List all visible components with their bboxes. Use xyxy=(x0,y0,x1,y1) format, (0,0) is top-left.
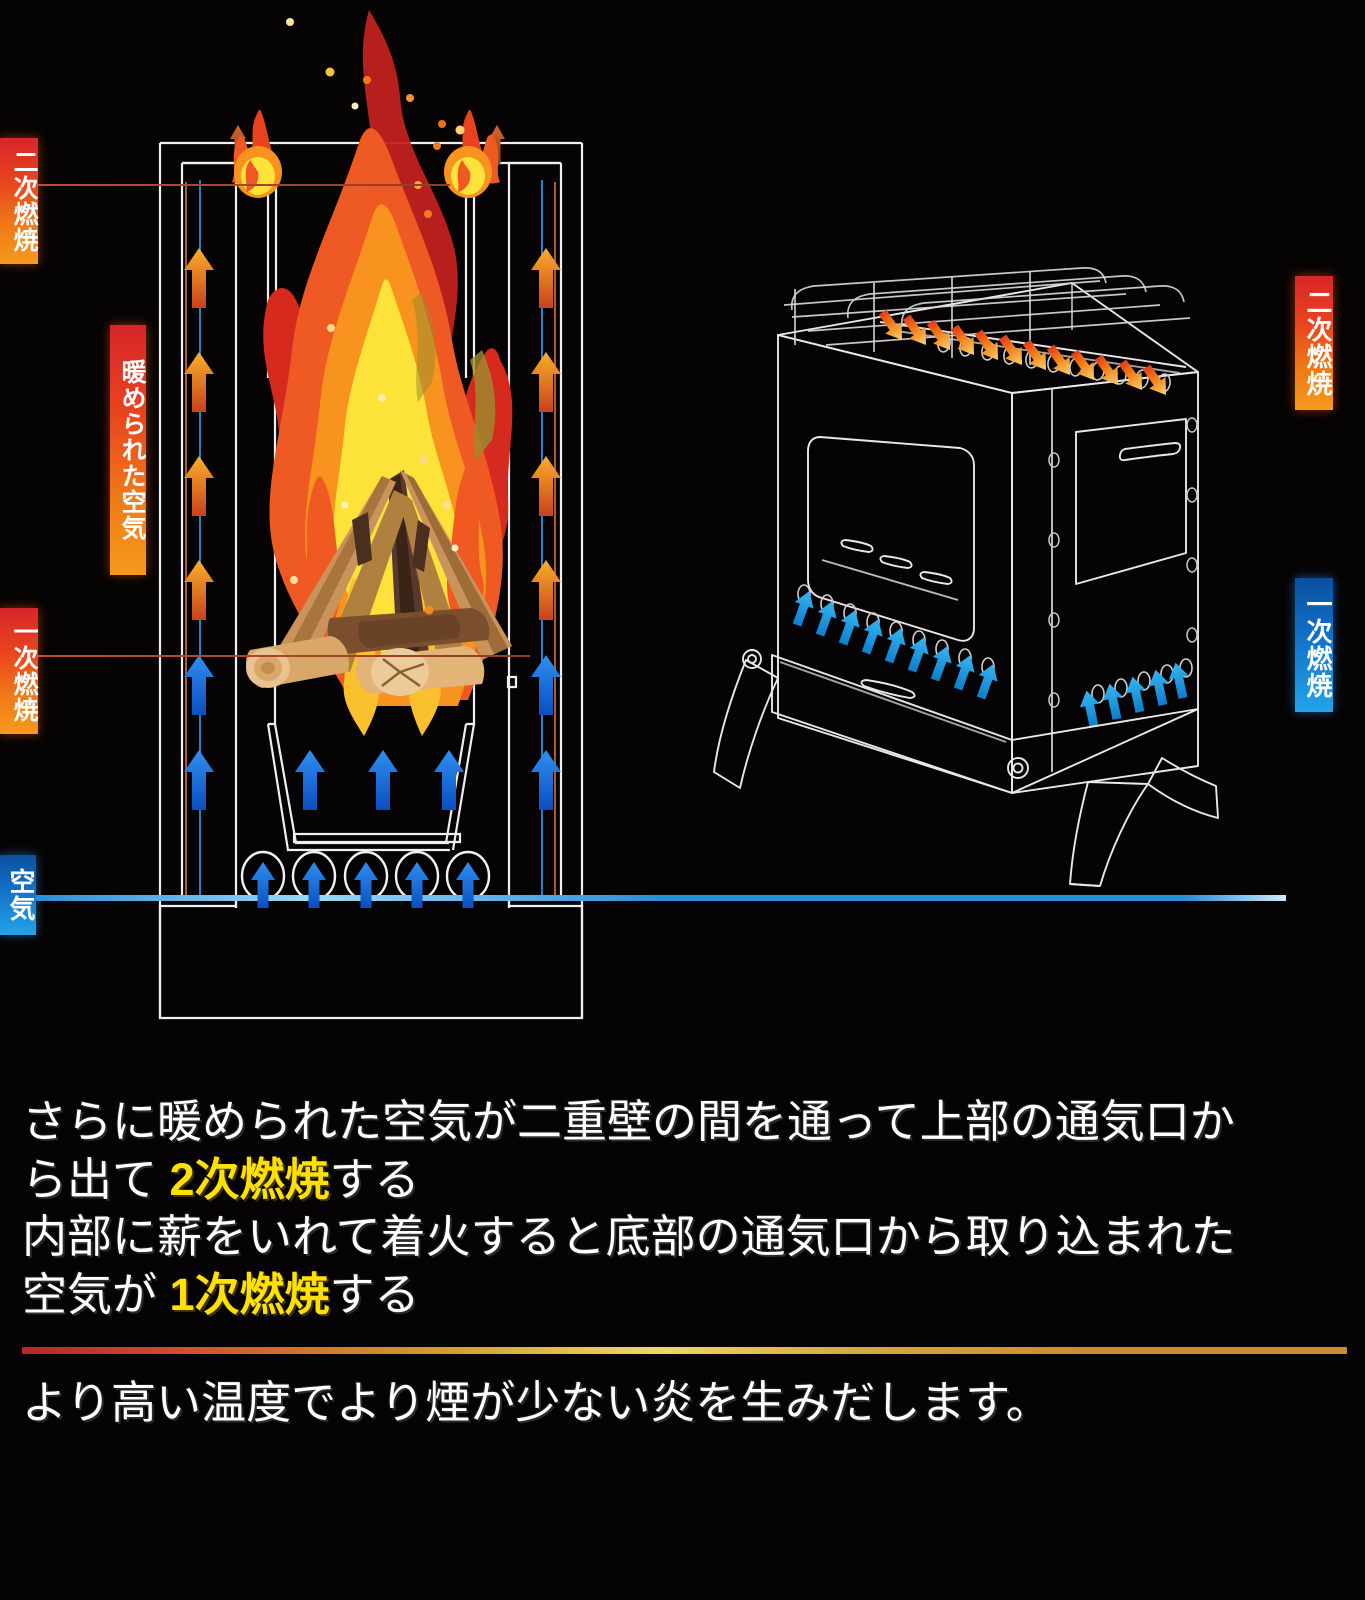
copy-line-4-post: する xyxy=(329,1268,420,1320)
cool-air-arrow-group xyxy=(184,655,561,810)
secondary-flame-right xyxy=(444,109,500,198)
cross-section-svg xyxy=(36,10,1286,1020)
grill-wires xyxy=(783,267,1191,365)
copy-line-3: 内部に薪をいれて着火すると底部の通気口から取り込まれた xyxy=(22,1211,1236,1263)
rivets xyxy=(1048,417,1198,708)
badge-primary-combustion-right: 一次燃焼 xyxy=(1295,578,1333,712)
copy-line-2-pre: ら出て xyxy=(22,1153,170,1205)
air-flow-line xyxy=(36,895,1286,901)
copy-line-1: さらに暖められた空気が二重壁の間を通って上部の通気口か xyxy=(22,1096,1235,1147)
badge-secondary-combustion-right: 二次燃焼 xyxy=(1295,276,1333,410)
top-vent-arrow-group xyxy=(878,309,1166,395)
copy-line-2-post: する xyxy=(329,1153,420,1205)
diagram-stage: 二次燃焼 暖められた空気 一次燃焼 空気 二次燃焼 一次燃焼 xyxy=(0,10,1333,1020)
badge-warmed-air: 暖められた空気 xyxy=(110,325,146,575)
leader-primary-left xyxy=(30,655,530,657)
bottom-vent-arrow-group xyxy=(792,591,1189,727)
sparks xyxy=(286,18,465,615)
stove-legs xyxy=(713,649,1219,887)
section-divider xyxy=(22,1347,1347,1355)
copy-line-2: ら出て 2次燃焼する xyxy=(22,1151,1343,1209)
firewood-logs xyxy=(246,470,512,696)
intake-arrow-group xyxy=(251,862,480,908)
copy-line-2-highlight: 2次燃焼 xyxy=(169,1153,330,1205)
leader-secondary-left xyxy=(30,184,450,186)
badge-secondary-combustion-left: 二次燃焼 xyxy=(0,138,38,264)
copy-line-4: 空気が 1次燃焼する xyxy=(22,1266,1343,1324)
badge-primary-combustion-left: 一次燃焼 xyxy=(0,608,38,734)
warm-air-arrow-group xyxy=(184,248,561,620)
badge-air: 空気 xyxy=(0,855,36,935)
stove-3d-svg xyxy=(713,267,1219,887)
copy-line-4-highlight: 1次燃焼 xyxy=(169,1268,330,1320)
description-block: さらに暖められた空気が二重壁の間を通って上部の通気口か ら出て 2次燃焼する 内… xyxy=(0,1075,1365,1600)
copy-line-4-pre: 空気が xyxy=(22,1268,170,1320)
copy-line-5: より高い温度でより煙が少ない炎を生みだします。 xyxy=(22,1377,1051,1429)
